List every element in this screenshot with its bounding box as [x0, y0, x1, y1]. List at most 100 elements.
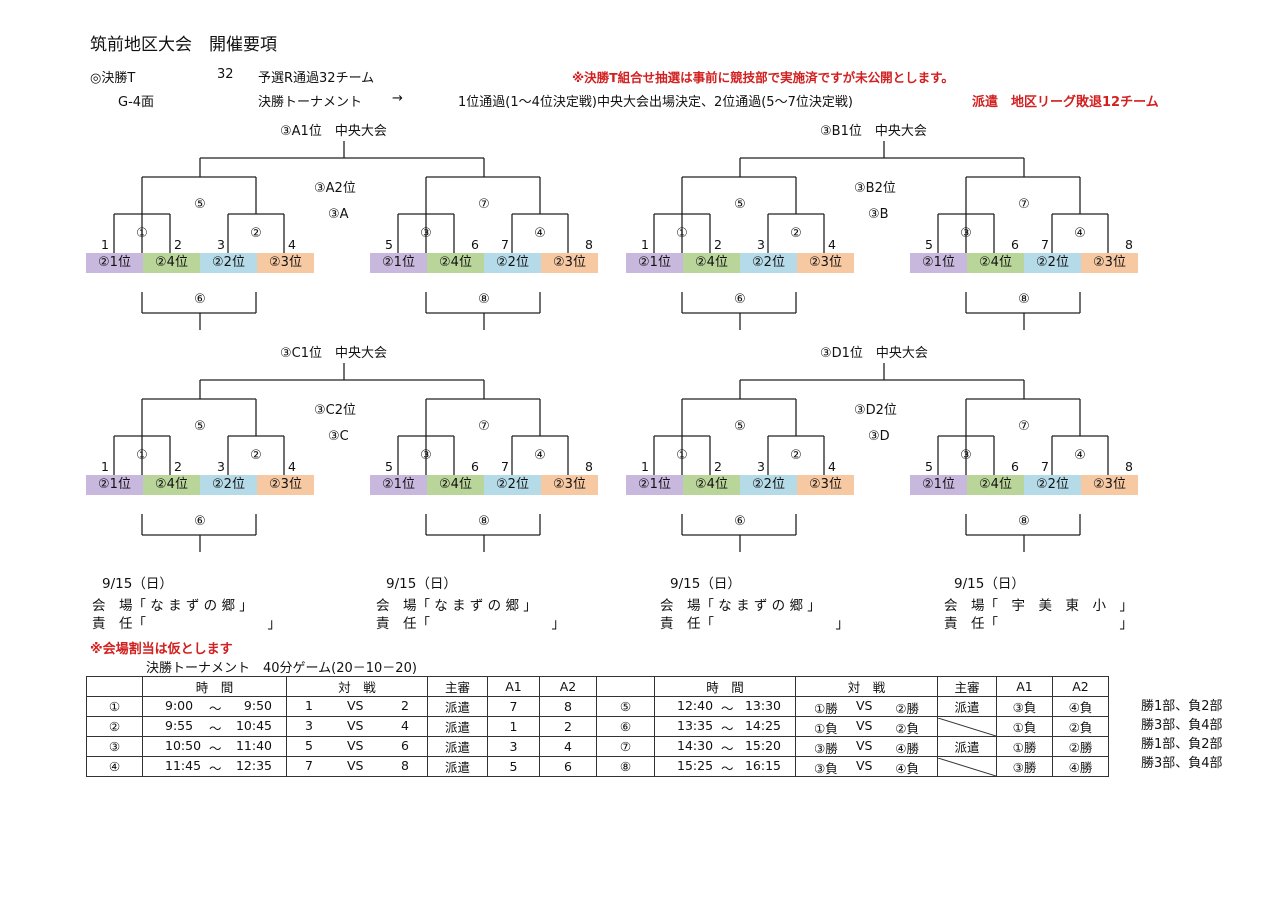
- team-1: ①負: [814, 721, 838, 736]
- a2: ②負: [1052, 716, 1109, 737]
- a1: 7: [487, 696, 540, 717]
- bracket-top-label: ③B1位 中央大会: [820, 124, 927, 139]
- qualify-text: 予選R通過32チーム: [258, 71, 375, 86]
- team-1: 7: [305, 758, 313, 773]
- match-label-1: ①: [676, 448, 688, 463]
- division-note: 勝1部、負2部: [1141, 737, 1223, 752]
- venue-date: 9/15（日）: [386, 576, 457, 592]
- pool-cell: ②4位: [143, 475, 200, 495]
- team-2: ④勝: [895, 741, 919, 756]
- match-label-8: ⑧: [478, 292, 490, 307]
- seed-number: 7: [1041, 237, 1049, 252]
- team-2: ②勝: [895, 701, 919, 716]
- seed-number: 3: [217, 459, 225, 474]
- end-time: 14:25: [744, 718, 781, 733]
- venue-name: 会 場「 な ま ず の 郷 」: [660, 598, 821, 614]
- referee-slash: [937, 756, 997, 777]
- match-no: ③: [86, 736, 143, 757]
- header-ref: 主審: [937, 676, 997, 697]
- end-time: 9:50: [243, 698, 272, 713]
- match-label-1: ①: [676, 226, 688, 241]
- venue-name: 会 場「 な ま ず の 郷 」: [376, 598, 537, 614]
- pool-cell: ②2位: [200, 475, 257, 495]
- match-label-3: ③: [420, 226, 432, 241]
- end-time: 16:15: [744, 758, 781, 773]
- bracket-third-label: ③D: [868, 429, 890, 444]
- pool-cell: ②2位: [484, 475, 541, 495]
- start-time: 9:55: [165, 718, 194, 733]
- pool-cell: ②4位: [143, 253, 200, 273]
- venue-date: 9/15（日）: [102, 576, 173, 592]
- match-label-6: ⑥: [194, 514, 206, 529]
- match-label-6: ⑥: [734, 514, 746, 529]
- seed-number: 5: [385, 459, 393, 474]
- match-label-3: ③: [420, 448, 432, 463]
- start-time: 14:30: [677, 738, 714, 753]
- start-time: 13:35: [677, 718, 714, 733]
- venue-responsible: 責 任「 」: [92, 616, 281, 632]
- pool-cell: ②3位: [257, 475, 314, 495]
- match-no: ①: [86, 696, 143, 717]
- pool-cell: ②3位: [541, 475, 598, 495]
- match-label-1: ①: [136, 226, 148, 241]
- seed-number: 2: [174, 459, 182, 474]
- left-time-cell: 9:00～9:50: [142, 696, 287, 717]
- match-no: ⑥: [596, 716, 655, 737]
- team-1: 1: [305, 698, 313, 713]
- page-title: 筑前地区大会 開催要項: [90, 35, 277, 55]
- pool-cell: ②3位: [797, 253, 854, 273]
- header-match: 対 戦: [286, 676, 428, 697]
- vs-label: VS: [856, 738, 873, 753]
- bracket-second-label: ③B2位: [854, 181, 896, 196]
- match-no: ⑦: [596, 736, 655, 757]
- start-time: 12:40: [677, 698, 714, 713]
- a1: 1: [487, 716, 540, 737]
- header-ref: 主審: [427, 676, 488, 697]
- team-2: 2: [401, 698, 409, 713]
- vs-label: VS: [347, 718, 364, 733]
- a2: ④勝: [1052, 756, 1109, 777]
- division-note: 勝1部、負2部: [1141, 699, 1223, 714]
- seed-number: 8: [1125, 237, 1133, 252]
- team-1: 3: [305, 718, 313, 733]
- vs-label: VS: [347, 758, 364, 773]
- dispatch-text: 派遣 地区リーグ敗退12チーム: [972, 95, 1159, 110]
- vs-label: VS: [856, 758, 873, 773]
- seed-number: 7: [1041, 459, 1049, 474]
- seed-number: 6: [1011, 459, 1019, 474]
- seed-number: 7: [501, 459, 509, 474]
- pool-cell: ②1位: [86, 253, 143, 273]
- tilde: ～: [721, 741, 734, 756]
- match-no: ②: [86, 716, 143, 737]
- team-1: ③勝: [814, 741, 838, 756]
- venue-name: 会 場「 宇 美 東 小 」: [944, 598, 1133, 614]
- a1: ③勝: [996, 756, 1053, 777]
- match-label-6: ⑥: [194, 292, 206, 307]
- seed-number: 7: [501, 237, 509, 252]
- seed-number: 1: [101, 237, 109, 252]
- seed-number: 2: [174, 237, 182, 252]
- pool-cell: ②2位: [200, 253, 257, 273]
- match-label-2: ②: [790, 448, 802, 463]
- referee: 派遣: [937, 736, 997, 757]
- pool-cell: ②3位: [1081, 253, 1138, 273]
- match-label-5: ⑤: [194, 419, 206, 434]
- a1: 5: [487, 756, 540, 777]
- match-label-6: ⑥: [734, 292, 746, 307]
- referee: 派遣: [427, 696, 488, 717]
- seed-number: 8: [585, 459, 593, 474]
- header-a1: A1: [487, 676, 540, 697]
- pool-cell: ②1位: [370, 253, 427, 273]
- draw-note: ※決勝T組合せ抽選は事前に競技部で実施済ですが未公開とします。: [572, 70, 954, 85]
- match-label-7: ⑦: [1018, 419, 1030, 434]
- a2: ④負: [1052, 696, 1109, 717]
- referee: 派遣: [427, 716, 488, 737]
- pool-cell: ②3位: [797, 475, 854, 495]
- a1: ①負: [996, 716, 1053, 737]
- tilde: ～: [721, 701, 734, 716]
